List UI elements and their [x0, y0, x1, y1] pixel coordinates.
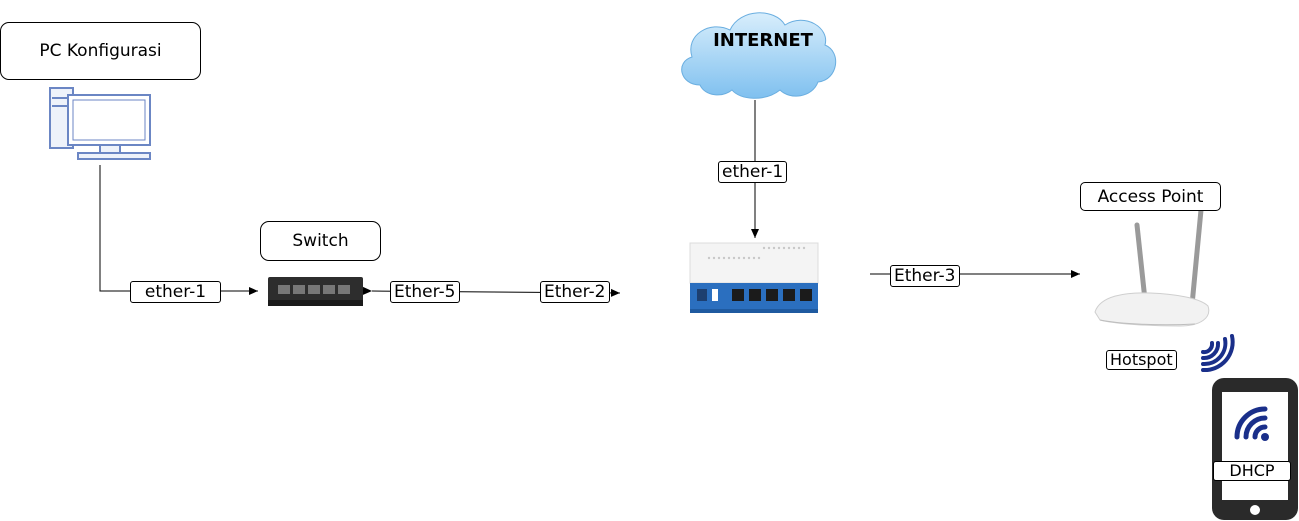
link-label-ether5: Ether-5	[390, 281, 460, 303]
access-point-icon	[1094, 207, 1210, 327]
link-label-ether3: Ether-3	[890, 265, 960, 287]
router-icon	[689, 242, 819, 313]
pc-konfigurasi-label: PC Konfigurasi	[0, 22, 201, 80]
pc-icon	[49, 87, 151, 160]
switch-icon	[268, 277, 363, 306]
hotspot-label: Hotspot	[1106, 350, 1177, 370]
link-label-ether2: Ether-2	[540, 281, 610, 303]
link-label-wan-ether1: ether-1	[718, 161, 788, 183]
wifi-waves-icon	[1201, 334, 1235, 373]
internet-label: INTERNET	[713, 30, 813, 51]
access-point-label: Access Point	[1080, 182, 1221, 211]
smartphone-icon	[1212, 378, 1298, 520]
dhcp-label: DHCP	[1213, 461, 1291, 481]
link-label-pc-ether1: ether-1	[130, 281, 221, 303]
link-pc-switch	[99, 165, 258, 295]
wifi-signal-icon	[1234, 406, 1269, 441]
internet-cloud-icon	[681, 12, 837, 99]
switch-label: Switch	[260, 221, 381, 261]
